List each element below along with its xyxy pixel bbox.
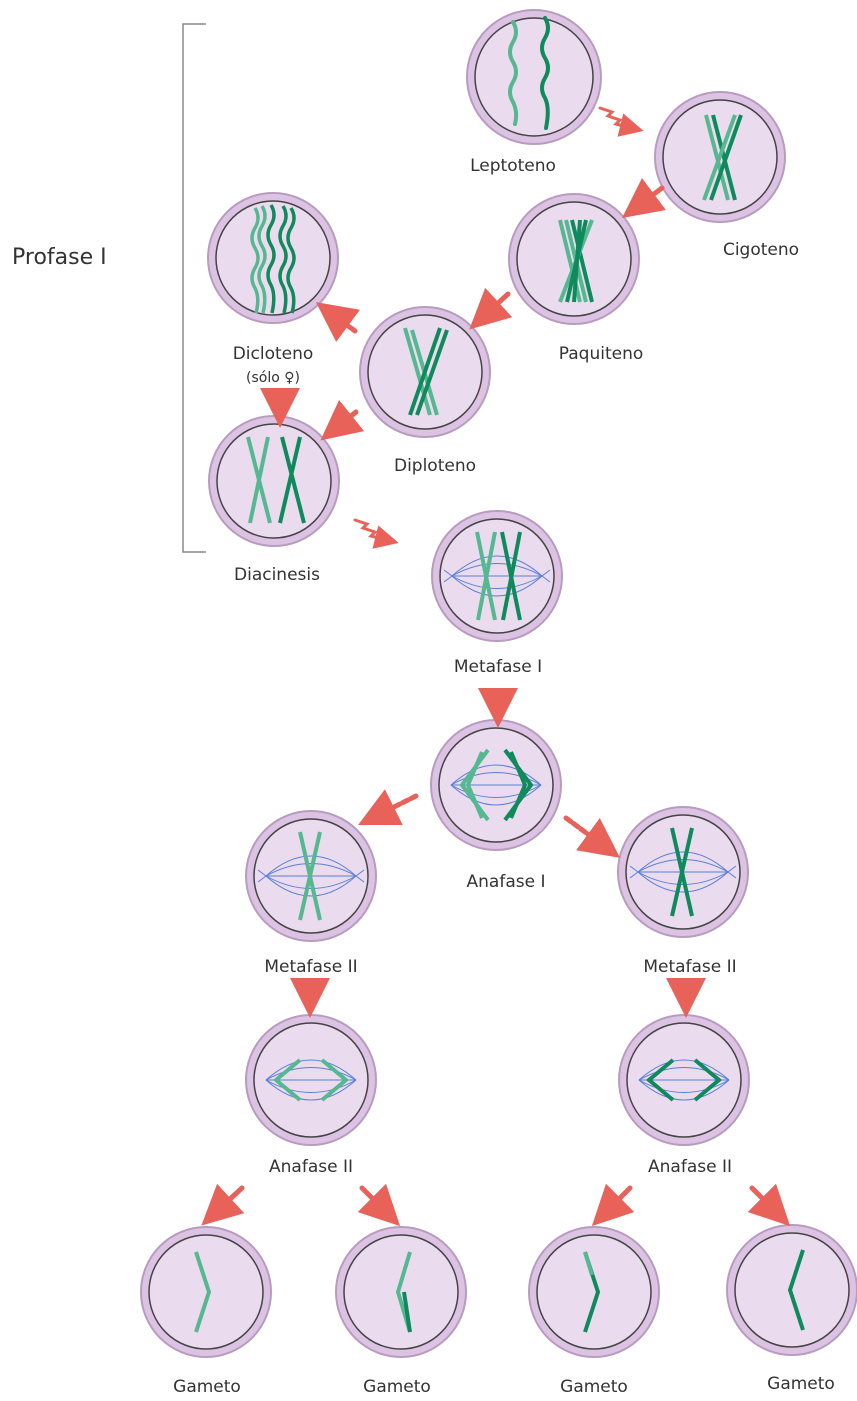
gamete-label-2: Gameto	[363, 1377, 431, 1397]
arrow-anaphase2-right-1	[606, 1188, 630, 1212]
prophase-bracket	[183, 24, 206, 552]
metaphase1-cell	[432, 511, 562, 641]
arrow-diakinesis-metaphase1	[355, 520, 387, 540]
anaphase1-cell	[431, 720, 561, 850]
metaphase2-left-cell	[246, 811, 376, 941]
diakinesis-cell	[209, 416, 339, 546]
arrow-pachytene-diplotene	[484, 294, 508, 316]
metaphase1-label: Metafase I	[454, 657, 542, 677]
zygotene-cell	[655, 92, 785, 222]
anaphase1-label: Anafase I	[467, 872, 546, 892]
diplotene-cell	[360, 307, 490, 437]
dictyotene-note: (sólo ♀)	[246, 370, 300, 386]
arrow-anaphase1-right	[566, 818, 604, 846]
arrow-anaphase2-left-1	[216, 1188, 242, 1212]
pachytene-label: Paquiteno	[559, 344, 644, 364]
arrow-anaphase2-left-2	[362, 1188, 386, 1212]
pachytene-cell	[509, 194, 639, 324]
dictyotene-label: Dicloteno	[233, 344, 314, 364]
metaphase2-right-label: Metafase II	[643, 957, 736, 977]
leptotene-cell	[467, 10, 601, 144]
anaphase2-left-cell	[246, 1015, 376, 1145]
gamete-label-1: Gameto	[173, 1377, 241, 1397]
anaphase2-right-label: Anafase II	[648, 1157, 732, 1177]
metaphase2-left-label: Metafase II	[264, 957, 357, 977]
dictyotene-cell	[208, 193, 338, 323]
gamete-cell-4	[727, 1225, 857, 1355]
metaphase2-right-cell	[618, 807, 748, 937]
arrow-zygotene-pachytene	[638, 188, 662, 206]
diplotene-label: Diploteno	[394, 456, 476, 476]
zygotene-label: Cigoteno	[723, 240, 799, 260]
arrow-diplotene-diakinesis	[336, 412, 356, 428]
gamete-cell-1	[141, 1227, 271, 1357]
gamete-label-4: Gameto	[767, 1374, 835, 1394]
diakinesis-label: Diacinesis	[234, 565, 320, 585]
gamete-label-3: Gameto	[560, 1377, 628, 1397]
leptotene-label: Leptoteno	[470, 156, 556, 176]
arrow-anaphase1-left	[376, 796, 416, 816]
gamete-cell-3	[529, 1227, 659, 1357]
arrow-leptotene-zygotene	[600, 108, 632, 128]
gamete-cell-2	[336, 1227, 466, 1357]
arrow-diplotene-dictyotene	[332, 314, 355, 331]
anaphase2-left-label: Anafase II	[269, 1157, 353, 1177]
anaphase2-right-cell	[619, 1015, 749, 1145]
prophase-label: Profase I	[12, 245, 107, 270]
arrow-anaphase2-right-2	[752, 1188, 776, 1212]
